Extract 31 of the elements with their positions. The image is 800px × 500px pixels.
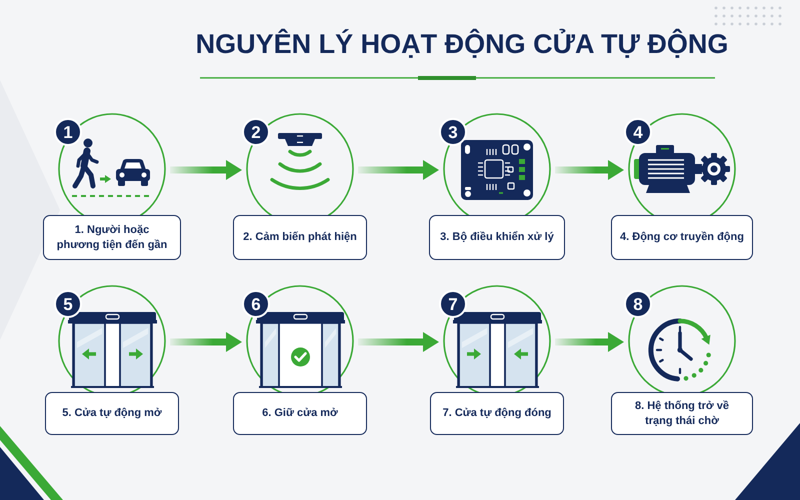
step-card — [45, 392, 179, 435]
step-card — [611, 392, 753, 435]
step-number: 1 — [54, 118, 82, 146]
title: NGUYÊN LÝ HOẠT ĐỘNG CỬA TỰ ĐỘNG — [196, 28, 728, 61]
step-caption: 2. Cảm biến phát hiện — [243, 230, 357, 245]
step-caption: 4. Động cơ truyền động — [620, 230, 744, 245]
step-number: 5 — [54, 290, 82, 318]
step-card — [611, 215, 753, 260]
step-card — [430, 392, 564, 435]
step-number: 3 — [439, 118, 467, 146]
step-card — [43, 215, 181, 260]
arrow — [555, 160, 624, 180]
step-caption: 8. Hệ thống trở về trạng thái chờ — [634, 398, 730, 428]
step-number: 4 — [624, 118, 652, 146]
arrow — [170, 332, 242, 352]
step-number: 8 — [624, 290, 652, 318]
step-number: 6 — [242, 290, 270, 318]
arrow — [358, 332, 439, 352]
step-caption: 1. Người hoặc phương tiện đến gần — [56, 222, 168, 252]
step-caption: 6. Giữ cửa mở — [262, 406, 338, 421]
step-caption: 3. Bộ điều khiển xử lý — [440, 230, 554, 245]
step-number: 7 — [439, 290, 467, 318]
arrow — [555, 332, 624, 352]
step-caption: 7. Cửa tự động đóng — [442, 406, 552, 421]
arrow — [170, 160, 242, 180]
step-card — [429, 215, 565, 260]
step-caption: 5. Cửa tự động mở — [62, 406, 162, 421]
step-card — [233, 215, 367, 260]
step-number: 2 — [242, 118, 270, 146]
arrow — [358, 160, 439, 180]
step-card — [233, 392, 367, 435]
